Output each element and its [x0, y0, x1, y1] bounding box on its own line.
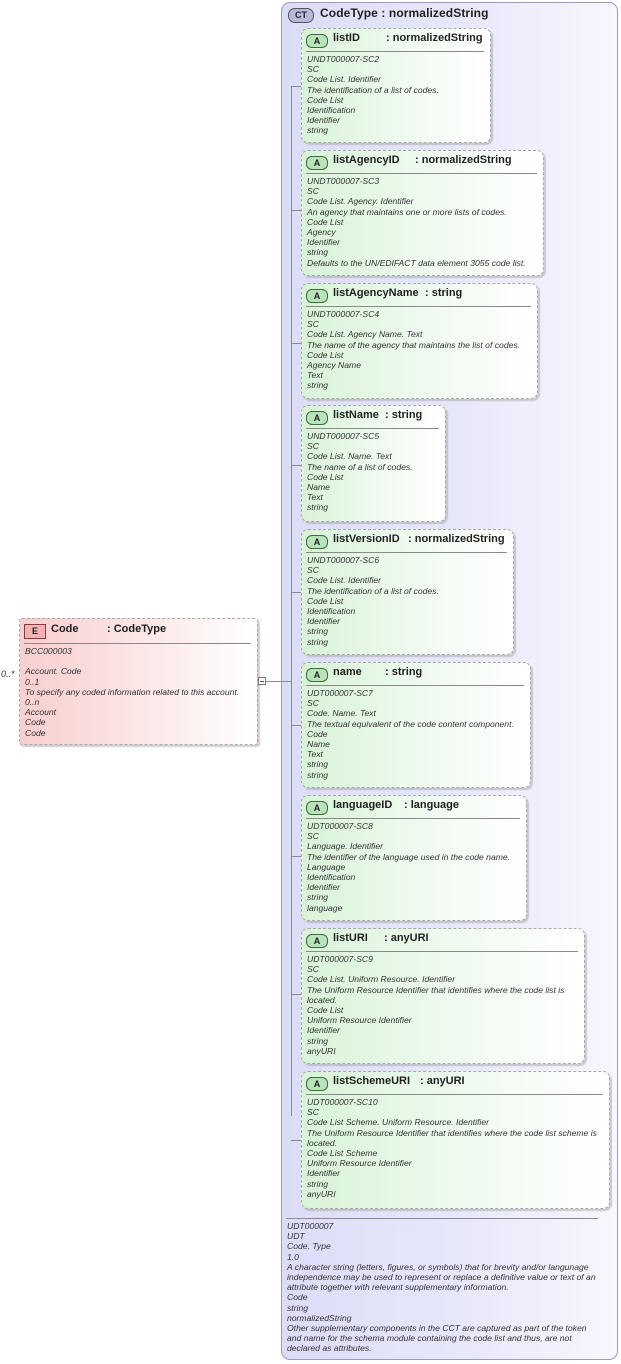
attribute-badge: A — [306, 289, 328, 303]
attribute-type: : normalizedString — [386, 32, 483, 44]
connector-branch — [291, 343, 303, 344]
attribute-name: listID — [333, 32, 360, 44]
collapse-toggle-icon[interactable] — [258, 677, 266, 685]
attribute-badge: A — [306, 156, 328, 170]
connector-branch — [291, 856, 303, 857]
connector-branch — [291, 210, 303, 211]
attribute-badge: A — [306, 535, 328, 549]
attribute-type: : language — [404, 799, 460, 811]
attribute-connector-trunk — [291, 86, 292, 1116]
attribute-listAgencyID[interactable]: A listAgencyID : normalizedString UNDT00… — [301, 150, 544, 276]
attribute-badge: A — [306, 34, 328, 48]
connector-branch — [291, 725, 303, 726]
attribute-type: : anyURI — [420, 1075, 465, 1087]
attribute-name: listName — [333, 409, 379, 421]
element-badge: E — [24, 624, 46, 639]
attribute-badge: A — [306, 934, 328, 948]
element-name: Code — [51, 623, 79, 635]
complex-type-title: CodeType : normalizedString — [320, 6, 489, 20]
connector-branch — [291, 592, 303, 593]
attribute-listID[interactable]: A listID : normalizedString UNDT000007-S… — [301, 28, 491, 143]
attribute-listVersionID[interactable]: A listVersionID : normalizedString UNDT0… — [301, 529, 514, 655]
attribute-type: : string — [425, 287, 463, 299]
attribute-name: listSchemeURI — [333, 1075, 411, 1087]
attribute-type: : anyURI — [384, 932, 429, 944]
element-multiplicity: 0..* — [1, 669, 15, 679]
attribute-type: : string — [385, 409, 423, 421]
connector-branch — [291, 86, 303, 87]
attribute-type: : normalizedString — [415, 154, 512, 166]
complex-type-type: : normalizedString — [381, 6, 489, 20]
attribute-listAgencyName[interactable]: A listAgencyName : string UNDT000007-SC4… — [301, 283, 538, 399]
attribute-type: : normalizedString — [408, 533, 505, 545]
attribute-name: listAgencyID — [333, 154, 400, 166]
attribute-name: listVersionID — [333, 533, 400, 545]
complex-type-footer-separator — [286, 1218, 598, 1219]
complex-type-name: CodeType — [320, 6, 378, 20]
attribute-type: : string — [385, 666, 423, 678]
attribute-badge: A — [306, 801, 328, 815]
attribute-badge: A — [306, 411, 328, 425]
connector-branch — [291, 465, 303, 466]
connector-branch — [291, 994, 303, 995]
element-to-type-connector — [266, 681, 291, 682]
connector-branch — [291, 1140, 303, 1141]
complex-type-badge: CT — [288, 8, 314, 23]
element-type: : CodeType — [107, 623, 167, 635]
complex-type-footer: UDT000007 UDT Code. Type 1.0 A character… — [287, 1221, 596, 1354]
attribute-badge: A — [306, 1077, 328, 1091]
attribute-name: listAgencyName — [333, 287, 419, 299]
attribute-name-label: name — [333, 666, 362, 678]
attribute-badge: A — [306, 668, 328, 682]
attribute-name: languageID — [333, 799, 393, 811]
attribute-name: listURI — [333, 932, 368, 944]
